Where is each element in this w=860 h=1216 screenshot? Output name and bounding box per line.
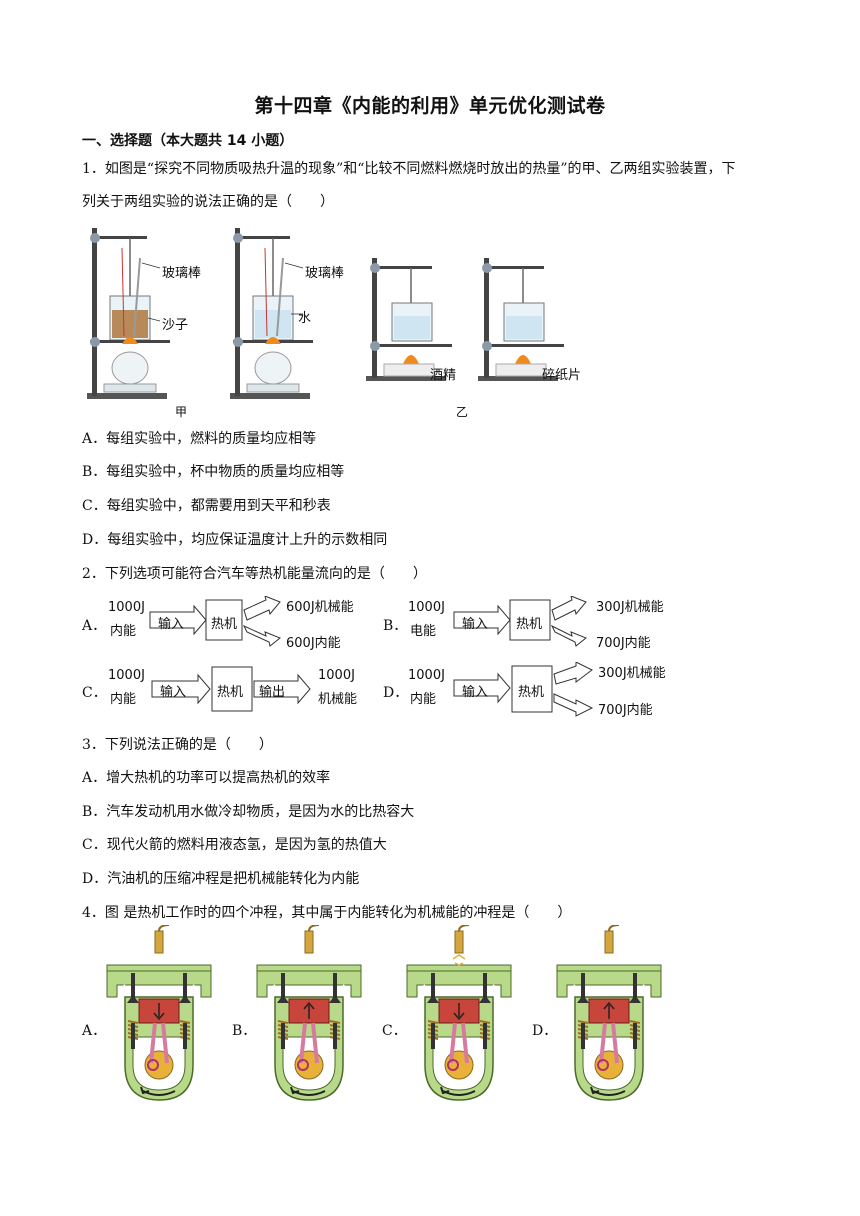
label-sand: 沙子 xyxy=(162,318,189,333)
label-yi: 乙 xyxy=(456,405,469,419)
section-heading: 一、选择题（本大题共 14 小题） xyxy=(82,133,294,149)
q1-stem-line1: 1．如图是“探究不同物质吸热升温的现象”和“比较不同燃料燃烧时放出的热量”的甲、… xyxy=(82,161,736,177)
q2-a-engine-label: 热机 xyxy=(211,617,238,632)
q2-a-input-label: 输入 xyxy=(158,617,185,632)
q3-option-b: B．汽车发动机用水做冷却物质，是因为水的比热容大 xyxy=(82,804,415,820)
q2-b-output-1: 300J机械能 xyxy=(596,600,664,615)
q4-stem: 4．图 是热机工作时的四个冲程，其中属于内能转化为机械能的冲程是（ ） xyxy=(82,905,572,921)
q1-stem-line2: 列关于两组实验的说法正确的是（ ） xyxy=(82,194,334,210)
label-glass-rod-1: 玻璃棒 xyxy=(162,266,202,281)
q2-a-output-2: 600J内能 xyxy=(286,636,341,651)
q2-c-input-amount: 1000J xyxy=(108,668,145,683)
q2-stem: 2．下列选项可能符合汽车等热机能量流向的是（ ） xyxy=(82,566,427,582)
q2-c-flow xyxy=(151,666,311,712)
engine-stroke-d xyxy=(556,925,662,1101)
q2-c-input-label: 输入 xyxy=(160,685,187,700)
engine-stroke-a xyxy=(106,925,212,1101)
q2-b-output-2: 700J内能 xyxy=(596,636,651,651)
q2-b-engine-label: 热机 xyxy=(516,617,543,632)
q3-option-c: C．现代火箭的燃料用液态氢，是因为氢的热值大 xyxy=(82,837,387,853)
q4-option-c-letter: C． xyxy=(382,1023,407,1039)
q2-d-input-amount: 1000J xyxy=(408,668,445,683)
q2-d-output-2: 700J内能 xyxy=(598,703,653,718)
q4-option-d-letter: D． xyxy=(532,1023,558,1039)
q1-option-b: B．每组实验中，杯中物质的质量均应相等 xyxy=(82,464,345,480)
q2-c-input-type: 内能 xyxy=(110,692,137,707)
q2-b-letter: B． xyxy=(383,618,408,634)
q2-d-flow xyxy=(453,662,594,717)
q1-option-d: D．每组实验中，均应保证温度计上升的示数相同 xyxy=(82,532,388,548)
q2-c-letter: C． xyxy=(82,685,107,701)
q2-d-letter: D． xyxy=(383,685,409,701)
q3-stem: 3．下列说法正确的是（ ） xyxy=(82,737,273,753)
q4-option-b-letter: B． xyxy=(232,1023,257,1039)
sand-apparatus xyxy=(87,228,170,399)
q2-b-flow xyxy=(453,596,587,647)
q2-d-engine-label: 热机 xyxy=(518,685,545,700)
q2-b-input-label: 输入 xyxy=(462,617,489,632)
paper-apparatus xyxy=(478,258,564,381)
q2-a-input-amount: 1000J xyxy=(108,600,145,615)
label-water: 水 xyxy=(298,311,312,326)
engine-stroke-c xyxy=(406,925,512,1101)
q1-figure xyxy=(87,228,564,399)
q2-d-input-type: 内能 xyxy=(410,692,437,707)
q2-c-engine-label: 热机 xyxy=(217,685,244,700)
q2-a-input-type: 内能 xyxy=(110,624,137,639)
q2-c-output-label: 输出 xyxy=(259,685,286,700)
q1-option-c: C．每组实验中，都需要用到天平和秒表 xyxy=(82,498,331,514)
q2-a-letter: A． xyxy=(82,618,107,634)
q2-c-output-1: 1000J xyxy=(318,668,355,683)
q3-option-a: A．增大热机的功率可以提高热机的效率 xyxy=(82,770,331,786)
alcohol-apparatus xyxy=(366,258,452,381)
page-title: 第十四章《内能的利用》单元优化测试卷 xyxy=(254,95,606,117)
engine-stroke-b xyxy=(256,925,362,1101)
water-apparatus xyxy=(230,228,313,399)
label-paper: 碎纸片 xyxy=(542,368,582,383)
label-alcohol: 酒精 xyxy=(430,368,457,383)
q1-option-a: A．每组实验中，燃料的质量均应相等 xyxy=(82,431,317,447)
q3-option-d: D．汽油机的压缩冲程是把机械能转化为内能 xyxy=(82,871,360,887)
q2-c-output-2: 机械能 xyxy=(318,692,358,707)
q2-d-output-1: 300J机械能 xyxy=(598,666,666,681)
q2-a-flow xyxy=(149,596,281,647)
label-jia: 甲 xyxy=(175,405,188,419)
label-glass-rod-2: 玻璃棒 xyxy=(305,266,345,281)
q4-option-a-letter: A． xyxy=(82,1023,107,1039)
q2-b-input-amount: 1000J xyxy=(408,600,445,615)
q2-d-input-label: 输入 xyxy=(462,685,489,700)
q2-b-input-type: 电能 xyxy=(410,624,437,639)
q4-engine-figures xyxy=(106,925,662,1101)
q2-a-output-1: 600J机械能 xyxy=(286,600,354,615)
